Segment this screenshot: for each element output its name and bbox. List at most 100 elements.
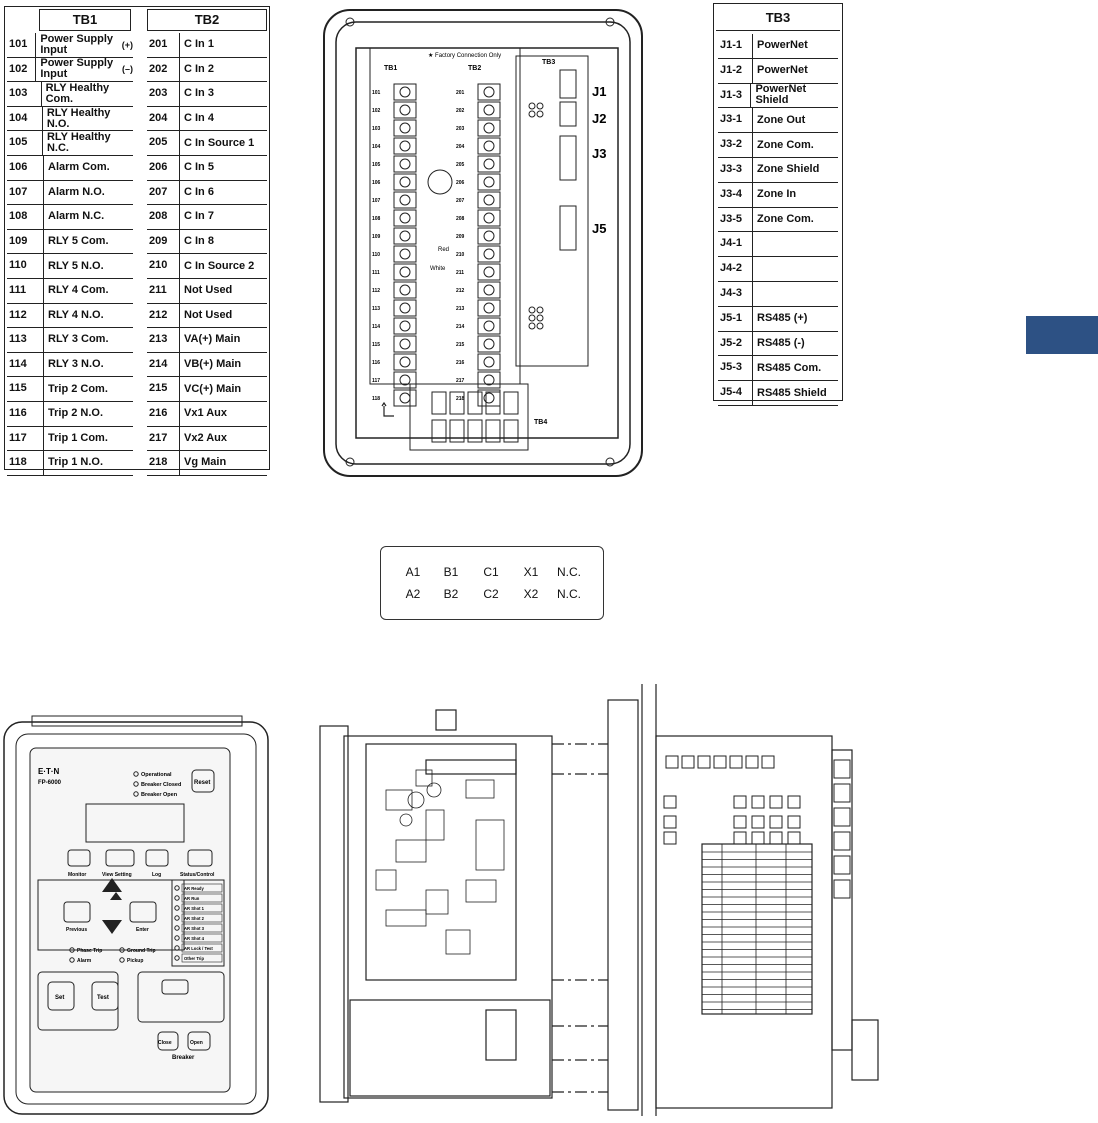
- terminal-screw: [393, 245, 417, 263]
- tb1-terminal-label: RLY 4 Com.: [48, 284, 109, 297]
- tb2-terminal-number: 212: [147, 303, 180, 328]
- connector-pin: [663, 815, 677, 829]
- rear-terminal-number: 207: [456, 198, 465, 204]
- screw-head-icon: [483, 158, 495, 170]
- tb2-terminal-label: C In 8: [184, 235, 214, 248]
- screw-head-icon: [399, 356, 411, 368]
- tb3-terminal-number: J1-1: [718, 34, 753, 58]
- screw-head-icon: [483, 284, 495, 296]
- terminal-screw: [477, 371, 501, 389]
- connector-pin: [713, 755, 727, 769]
- screw-head-icon: [399, 302, 411, 314]
- screw-head-icon: [399, 140, 411, 152]
- tb2-terminal-number: 204: [147, 106, 180, 131]
- tb1-polarity: (+): [121, 39, 133, 50]
- white-label: White: [430, 266, 446, 272]
- rear-tb2-label: TB2: [468, 65, 481, 72]
- connector-pin: [761, 755, 775, 769]
- screw-head-icon: [399, 248, 411, 260]
- screw-head-icon: [483, 320, 495, 332]
- tb1-terminal-number: 111: [7, 278, 44, 303]
- led-indicator-icon: [133, 781, 139, 787]
- tb3-terminal-number: J5-1: [718, 306, 753, 331]
- breaker-label: Breaker: [172, 1055, 195, 1061]
- tb4-terminal: [449, 391, 465, 415]
- rear-terminal-number: 202: [456, 108, 465, 114]
- pcb-component: [375, 869, 397, 891]
- screw-head-icon: [483, 104, 495, 116]
- rear-terminal-number: 204: [456, 144, 465, 150]
- rear-terminal-number: 108: [372, 216, 381, 222]
- led-indicator-icon: [174, 925, 180, 931]
- screw-head-icon: [483, 338, 495, 350]
- connector-pin: [751, 831, 765, 845]
- tb2-terminal-number: 206: [147, 155, 180, 180]
- terminal-screw: [477, 335, 501, 353]
- ct-terminal-label: N.C.: [557, 565, 581, 579]
- connector-pin: [787, 815, 801, 829]
- screw-head-icon: [399, 230, 411, 242]
- capacitor: [426, 782, 442, 798]
- rear-terminal-number: 118: [372, 396, 380, 402]
- tb1-terminal-label: RLY 5 Com.: [48, 235, 109, 248]
- rear-terminal-number: 201: [456, 90, 465, 96]
- tb3-terminal-label: RS485 (-): [757, 336, 805, 349]
- screw-head-icon: [399, 212, 411, 224]
- terminal-screw: [477, 173, 501, 191]
- rear-terminal-number: 117: [372, 378, 380, 384]
- menu-button-label: Status/Control: [180, 872, 215, 878]
- tb3-row: J4-1: [718, 232, 838, 258]
- terminal-screw: [393, 227, 417, 245]
- tb1-row: 111 RLY 4 Com.: [7, 278, 133, 304]
- tb2-terminal-label: VB(+) Main: [184, 358, 242, 371]
- terminal-screw: [393, 173, 417, 191]
- ct-terminal-label: C2: [483, 587, 499, 601]
- reset-button-label: Reset: [194, 780, 210, 786]
- terminal-screw: [393, 389, 417, 407]
- j2-label: J2: [592, 111, 606, 126]
- connector-pin: [787, 831, 801, 845]
- tb2-terminal-number: 201: [147, 33, 180, 57]
- rear-terminal-number: 106: [372, 180, 381, 186]
- rear-terminal-number: 103: [372, 126, 381, 132]
- screw-head-icon: [483, 194, 495, 206]
- trip-led-label: Ground Trip: [127, 948, 156, 954]
- ct-terminal-label: B1: [443, 565, 459, 579]
- capacitor: [407, 791, 425, 809]
- terminal-screw: [477, 353, 501, 371]
- led-indicator-icon: [133, 791, 139, 797]
- screw-head-icon: [483, 140, 495, 152]
- factory-note: ★ Factory Connection Only: [428, 52, 501, 59]
- tb3-title: TB3: [716, 6, 840, 31]
- j3-label: J3: [592, 146, 606, 161]
- led-indicator-icon: [174, 955, 180, 961]
- tb1-terminal-number: 107: [7, 180, 44, 205]
- rear-terminal-number: 209: [456, 234, 465, 240]
- led-indicator-icon: [174, 905, 180, 911]
- terminal-screw: [393, 317, 417, 335]
- rear-terminal-number: 115: [372, 342, 380, 348]
- tb3-terminal-label: RS485 Shield: [757, 386, 827, 399]
- tb1-terminal-label: RLY Healthy Com.: [45, 81, 110, 105]
- autoreclose-led-label: AR Shot 4: [184, 936, 205, 941]
- pcb-component: [465, 879, 497, 903]
- terminal-screw: [393, 83, 417, 101]
- tb1-terminal-label: RLY 4 N.O.: [48, 308, 104, 321]
- tb1-terminal-number: 104: [7, 106, 43, 131]
